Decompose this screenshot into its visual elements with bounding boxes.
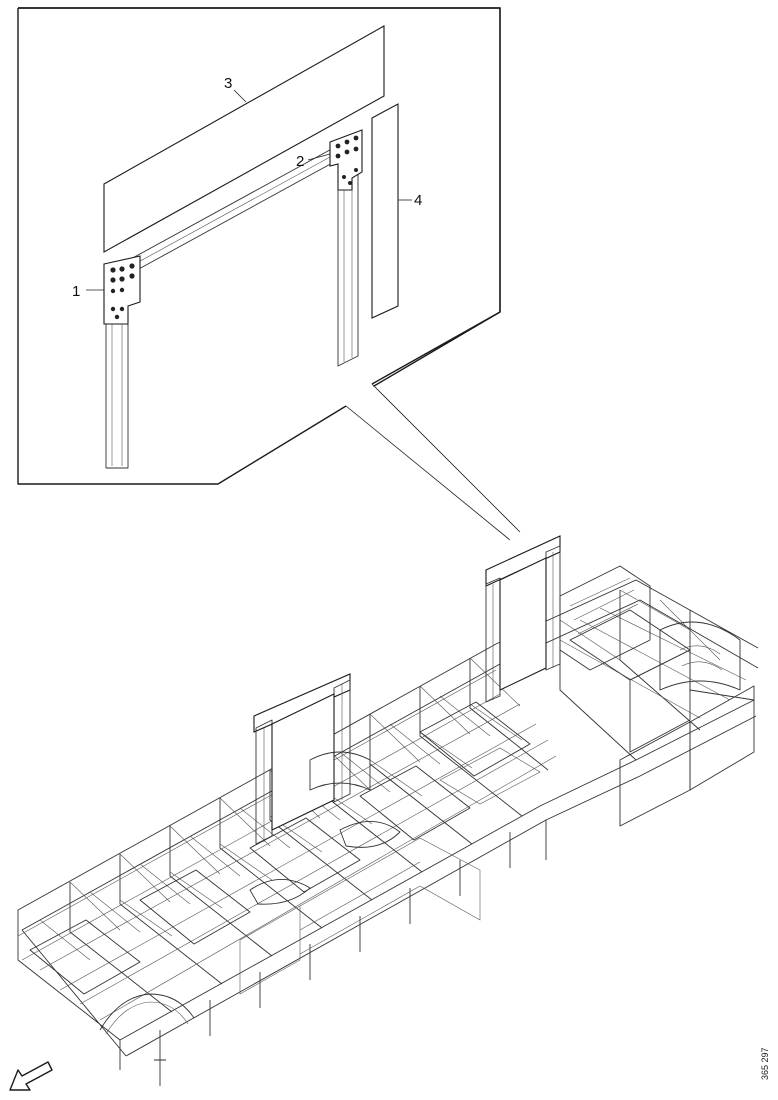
detail-inset: 1 2 3 4 xyxy=(17,7,521,541)
reference-code: 365 297 xyxy=(760,1047,770,1080)
chassis-details xyxy=(239,747,541,995)
bracket-part-2 xyxy=(329,129,363,191)
bracket-part-1 xyxy=(103,255,141,325)
arrow-down-left-icon xyxy=(9,1061,53,1091)
front-door-frame xyxy=(253,673,351,845)
detail-pointer-line xyxy=(345,383,521,541)
callout-4: 4 xyxy=(414,192,422,209)
middle-door-frame xyxy=(485,535,561,703)
vehicle-frame-assembly xyxy=(17,535,759,1086)
panel-part-4 xyxy=(371,103,399,319)
callout-3: 3 xyxy=(224,75,232,92)
panel-part-3 xyxy=(103,25,385,253)
callout-2: 2 xyxy=(296,153,304,170)
callout-1: 1 xyxy=(72,283,80,300)
floor-rail xyxy=(17,579,759,1057)
detail-inset-frame xyxy=(18,7,501,387)
rear-components xyxy=(559,565,741,691)
frame-lattice xyxy=(17,589,755,1086)
rear-side-panels xyxy=(619,649,755,827)
